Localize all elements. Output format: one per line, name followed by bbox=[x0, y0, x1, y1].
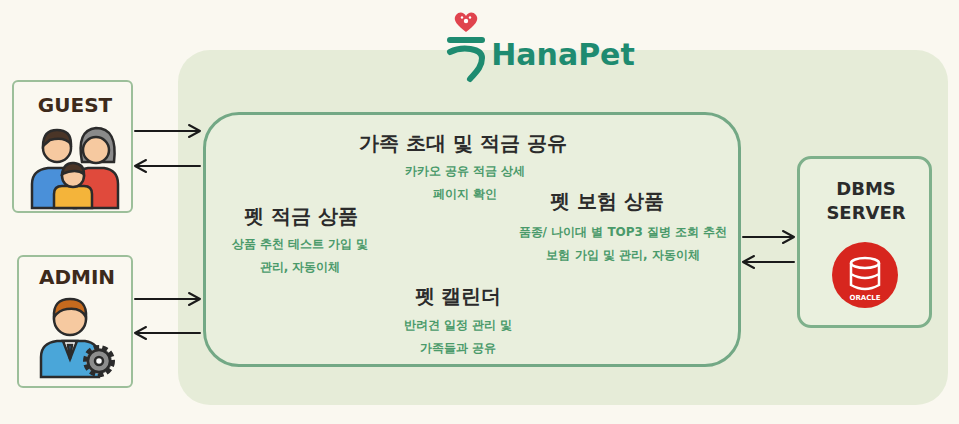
text-holder: 펫 보험 상품 bbox=[550, 189, 664, 213]
text-holder: GUEST bbox=[38, 93, 112, 117]
mother-hair bbox=[81, 128, 115, 162]
feature-detail: 반려견 일정 관리 및 가족들과 공유 bbox=[393, 314, 523, 360]
text-holder: 카카오 공유 적금 상세 페이지 확인 bbox=[400, 160, 530, 206]
text-holder: 펫 캘린더 bbox=[415, 284, 502, 308]
panel-fill bbox=[178, 50, 948, 405]
logo-caption: ORACLE bbox=[849, 294, 880, 303]
logo-paw bbox=[464, 19, 468, 23]
logo-bar bbox=[447, 37, 485, 43]
mother-head bbox=[83, 137, 109, 163]
logo-mark bbox=[447, 12, 485, 79]
flow-arrow bbox=[135, 160, 200, 172]
family-icon bbox=[26, 122, 122, 210]
actor-box: ADMIN bbox=[17, 255, 133, 388]
text-holder: 펫 적금 상품 bbox=[244, 204, 358, 228]
gear-teeth bbox=[86, 348, 112, 374]
feature-box: 가족 초대 및 적금 공유카카오 공유 적금 상세 페이지 확인펫 적금 상품상… bbox=[203, 112, 741, 367]
dbms-fill bbox=[799, 158, 930, 326]
admin-collar bbox=[63, 341, 77, 359]
father-hair bbox=[43, 130, 71, 146]
db-top bbox=[851, 258, 879, 268]
db-circle bbox=[832, 242, 898, 308]
child-body bbox=[54, 186, 92, 208]
gear bbox=[88, 350, 110, 372]
logo-paw bbox=[461, 16, 463, 18]
system-panel: 가족 초대 및 적금 공유카카오 공유 적금 상세 페이지 확인펫 적금 상품상… bbox=[178, 50, 948, 405]
admin-icon bbox=[37, 293, 119, 381]
logo-paw bbox=[469, 16, 471, 18]
server-name: DBMS SERVER bbox=[804, 177, 929, 225]
text-holder: HanaPet bbox=[491, 37, 635, 73]
flow-arrow bbox=[743, 231, 794, 243]
text-holder: ORACLE bbox=[849, 294, 880, 303]
text-holder: 상품 추천 테스트 가입 및 관리, 자동이체 bbox=[230, 233, 370, 279]
flow-arrow bbox=[135, 293, 200, 305]
brand-title: HanaPet bbox=[491, 37, 635, 73]
text-holder: 반려견 일정 관리 및 가족들과 공유 bbox=[393, 314, 523, 360]
feature-heading: 펫 캘린더 bbox=[415, 284, 502, 308]
child-hair bbox=[62, 163, 84, 174]
text-holder: DBMS SERVER bbox=[804, 177, 929, 225]
feature-detail: 상품 추천 테스트 가입 및 관리, 자동이체 bbox=[230, 233, 370, 279]
db-cylinder bbox=[851, 263, 879, 289]
actor-name: ADMIN bbox=[39, 265, 115, 289]
gear-hole bbox=[95, 357, 103, 365]
admin-tie bbox=[68, 345, 72, 359]
feature-detail: 품종/ 나이대 별 TOP3 질병 조회 추천 보험 가입 및 관리, 자동이체 bbox=[518, 221, 728, 267]
logo-heart bbox=[455, 12, 478, 32]
actor-name: GUEST bbox=[38, 93, 112, 117]
server-box: DBMS SERVER ORACLE bbox=[797, 156, 932, 328]
feature-heading: 펫 보험 상품 bbox=[550, 189, 664, 213]
flow-arrow bbox=[135, 125, 200, 137]
feature-detail: 카카오 공유 적금 상세 페이지 확인 bbox=[400, 160, 530, 206]
flow-arrow bbox=[135, 327, 200, 339]
feature-heading: 가족 초대 및 적금 공유 bbox=[359, 131, 567, 155]
flow-arrow bbox=[743, 256, 794, 268]
text-holder: ADMIN bbox=[39, 265, 115, 289]
text-holder: 품종/ 나이대 별 TOP3 질병 조회 추천 보험 가입 및 관리, 자동이체 bbox=[518, 221, 728, 267]
inner-fill bbox=[205, 114, 739, 365]
logo-hook bbox=[450, 49, 482, 79]
text-holder: 가족 초대 및 적금 공유 bbox=[359, 131, 567, 155]
admin-hair bbox=[54, 299, 86, 317]
actor-box: GUEST bbox=[12, 80, 133, 213]
feature-heading: 펫 적금 상품 bbox=[244, 204, 358, 228]
